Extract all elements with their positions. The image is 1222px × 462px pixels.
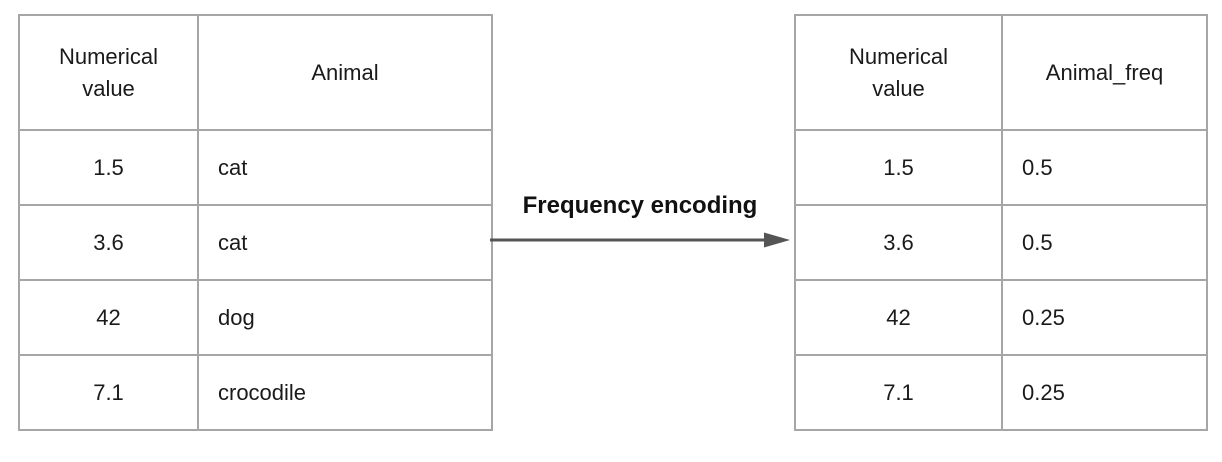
table-row: 3.6 cat <box>18 204 493 281</box>
input-table: Numerical value Animal 1.5 cat 3.6 cat 4… <box>18 14 493 431</box>
table-cell: 7.1 <box>794 354 1003 431</box>
table-cell: 3.6 <box>18 204 199 281</box>
table-row: 7.1 crocodile <box>18 354 493 431</box>
table-row: 1.5 0.5 <box>794 129 1208 206</box>
table-cell: 0.5 <box>1001 129 1208 206</box>
table-row: 42 0.25 <box>794 279 1208 356</box>
table-row: 7.1 0.25 <box>794 354 1208 431</box>
input-header-numerical-value: Numerical value <box>18 14 199 131</box>
arrow-right-icon <box>490 232 790 248</box>
header-label: Animal_freq <box>1045 59 1164 85</box>
table-header-row: Numerical value Animal_freq <box>794 14 1208 131</box>
table-cell: crocodile <box>197 354 493 431</box>
table-cell: 0.25 <box>1001 279 1208 356</box>
header-label: Numerical value <box>58 43 159 101</box>
table-cell: 1.5 <box>794 129 1003 206</box>
header-label: Numerical value <box>848 43 949 101</box>
table-cell: 7.1 <box>18 354 199 431</box>
table-row: 3.6 0.5 <box>794 204 1208 281</box>
table-header-row: Numerical value Animal <box>18 14 493 131</box>
table-row: 42 dog <box>18 279 493 356</box>
output-header-animal-freq: Animal_freq <box>1001 14 1208 131</box>
table-cell: cat <box>197 204 493 281</box>
transform-annotation: Frequency encoding <box>490 192 790 249</box>
frequency-encoding-label: Frequency encoding <box>522 192 758 219</box>
table-cell: 42 <box>18 279 199 356</box>
output-table: Numerical value Animal_freq 1.5 0.5 3.6 … <box>794 14 1208 431</box>
table-cell: cat <box>197 129 493 206</box>
header-label: Animal <box>311 59 379 85</box>
table-cell: dog <box>197 279 493 356</box>
table-cell: 0.5 <box>1001 204 1208 281</box>
table-cell: 0.25 <box>1001 354 1208 431</box>
table-cell: 3.6 <box>794 204 1003 281</box>
table-cell: 42 <box>794 279 1003 356</box>
table-row: 1.5 cat <box>18 129 493 206</box>
table-cell: 1.5 <box>18 129 199 206</box>
output-header-numerical-value: Numerical value <box>794 14 1003 131</box>
input-header-animal: Animal <box>197 14 493 131</box>
